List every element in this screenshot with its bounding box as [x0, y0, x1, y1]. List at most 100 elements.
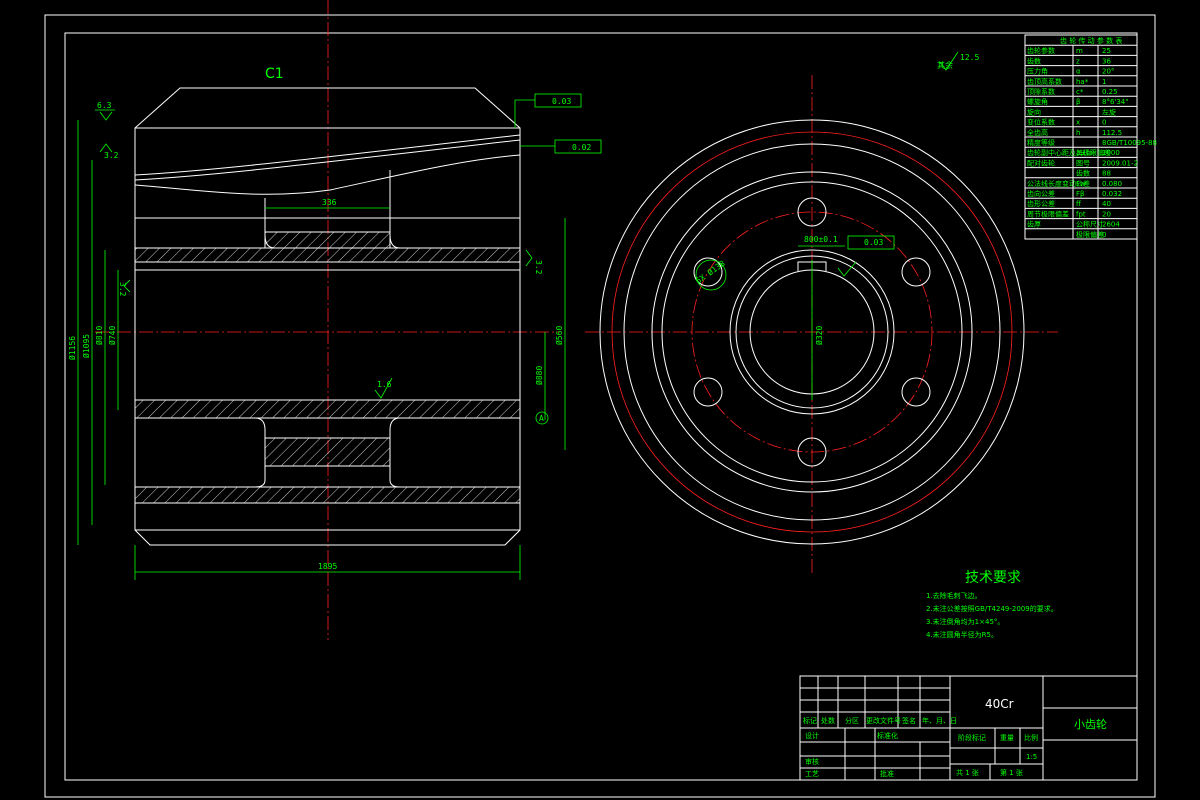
tb-scale: 1:5 — [1026, 753, 1037, 761]
tb-design: 设计 — [805, 731, 819, 740]
inner-drawing-frame — [64, 32, 1138, 781]
param-value: 20 — [1102, 210, 1111, 218]
tb-sheets: 共 1 张 — [956, 768, 979, 777]
param-name: 全齿高 — [1027, 128, 1048, 137]
tb-process: 工艺 — [805, 770, 819, 778]
other-label: 其余 — [937, 60, 953, 70]
tb-scale-label: 比例 — [1024, 733, 1038, 742]
param-name: 齿数 — [1027, 56, 1041, 65]
small-dim: Ø880 — [534, 366, 544, 385]
material-label: 40Cr — [985, 697, 1014, 711]
param-name: 顶隙系数 — [1027, 87, 1055, 96]
param-value: 8GB/T10095-88 — [1102, 139, 1157, 147]
tb-approve: 批准 — [880, 769, 894, 778]
title-block — [799, 675, 1138, 781]
left-mid-dim: Ø810 — [94, 326, 104, 345]
param-symbol: z — [1076, 57, 1080, 65]
tb-stage-mark: 阶段标记 — [958, 733, 986, 742]
param-value: 0 — [1102, 231, 1106, 239]
param-symbol: c* — [1076, 88, 1084, 96]
length-dim: 1895 — [318, 562, 337, 571]
param-name: 齿轮参数 — [1027, 46, 1055, 55]
param-symbol: m — [1076, 47, 1083, 55]
outer-sheet-border — [44, 14, 1156, 798]
param-value: 1000 — [1102, 149, 1120, 157]
param-value: 0.080 — [1102, 180, 1122, 188]
param-value: 20° — [1102, 68, 1114, 76]
param-symbol: Fβ — [1076, 190, 1085, 198]
param-value: 8°6'34" — [1102, 98, 1128, 106]
param-name: 齿轮副中心距及其极限偏差 — [1027, 148, 1111, 157]
tb-weight: 重量 — [1000, 734, 1014, 742]
bore-dim: Ø560 — [554, 326, 564, 345]
tb-standard: 标准化 — [877, 731, 898, 740]
param-value: 2604 — [1102, 221, 1120, 229]
param-value: 40 — [1102, 200, 1111, 208]
param-symbol: x — [1076, 119, 1080, 127]
tb-header-1: 处数 — [821, 716, 835, 725]
tech-req-item-4: 4.未注圆角半径为R5。 — [926, 630, 998, 639]
tech-req-item-3: 3.未注倒角均为1×45°。 — [926, 617, 1004, 626]
param-name: 螺旋角 — [1027, 97, 1048, 106]
tech-req-title: 技术要求 — [965, 570, 1021, 586]
param-symbol: 图号 — [1076, 159, 1090, 167]
roughness-left: 3.2 — [104, 151, 119, 160]
roughness-right: 3.2 — [534, 260, 543, 275]
param-value: 36 — [1102, 57, 1111, 65]
param-name: 周节极限偏差 — [1027, 209, 1069, 218]
param-symbol: ff — [1076, 200, 1081, 208]
param-value: 88 — [1102, 170, 1111, 178]
param-name: 精度等级 — [1027, 138, 1055, 147]
left-mid2-dim: Ø740 — [107, 326, 117, 345]
keyway-dim: 800±0.1 — [804, 235, 838, 244]
datum-circle-label: A — [539, 414, 544, 423]
param-value: 2009.01-2 — [1102, 159, 1138, 167]
tb-header-0: 标记 — [803, 716, 817, 725]
param-value: 25 — [1102, 47, 1111, 55]
bore-right-dim: Ø320 — [814, 326, 824, 345]
recess-width-dim: 336 — [322, 198, 337, 207]
param-name: 齿形公差 — [1027, 199, 1055, 208]
param-name: 变位系数 — [1027, 118, 1055, 127]
param-value: 112.5 — [1102, 129, 1122, 137]
section-view — [77, 0, 602, 640]
tb-header-4: 签名 — [902, 716, 916, 725]
general-roughness: 12.5 — [960, 53, 979, 62]
tb-header-3: 更改文件号 — [866, 716, 901, 725]
roughness-top: 6.3 — [97, 101, 112, 110]
param-value: 0 — [1102, 119, 1106, 127]
tb-check: 审核 — [805, 757, 819, 766]
chamfer-label: C1 — [265, 66, 284, 82]
left-inner-dim: Ø1095 — [81, 334, 91, 358]
end-view — [585, 51, 1058, 575]
tb-header-5: 年、月、日 — [922, 716, 957, 725]
param-value: 0.25 — [1102, 88, 1118, 96]
roughness-center: 1.6 — [377, 380, 392, 389]
param-symbol: h — [1076, 129, 1080, 137]
param-symbol: α — [1076, 68, 1081, 76]
param-symbol: 公称尺寸 — [1076, 220, 1104, 229]
runout2-box: 0.02 — [572, 143, 591, 152]
param-name: 公法线长度变动公差 — [1027, 179, 1090, 188]
tb-sheet-no: 第 1 张 — [1000, 768, 1023, 777]
param-value: 1 — [1102, 78, 1106, 86]
param-name: 压力角 — [1027, 67, 1048, 76]
param-symbol: ha* — [1076, 78, 1089, 86]
param-name: 配对齿轮 — [1027, 158, 1055, 167]
tech-req-item-1: 1.去除毛刺飞边。 — [926, 591, 982, 600]
param-symbol: 极限偏差 — [1076, 230, 1104, 239]
param-value: 0.032 — [1102, 190, 1122, 198]
param-name: 齿顶高系数 — [1027, 77, 1062, 86]
param-value: 左旋 — [1102, 107, 1116, 116]
tb-header-2: 分区 — [845, 716, 859, 725]
param-table-title: 齿 轮 传 动 参 数 表 — [1060, 36, 1122, 45]
param-symbol: 齿数 — [1076, 169, 1090, 178]
part-name: 小齿轮 — [1074, 717, 1107, 731]
param-name: 齿向公差 — [1027, 189, 1055, 198]
param-name: 旋向 — [1027, 107, 1041, 116]
tech-req-item-2: 2.未注公差按照GB/T4249-2009的要求。 — [926, 604, 1058, 613]
roughness-left2: 3.2 — [118, 282, 127, 297]
runout3-box: 0.03 — [864, 238, 883, 247]
param-symbol: Fw — [1076, 180, 1086, 188]
